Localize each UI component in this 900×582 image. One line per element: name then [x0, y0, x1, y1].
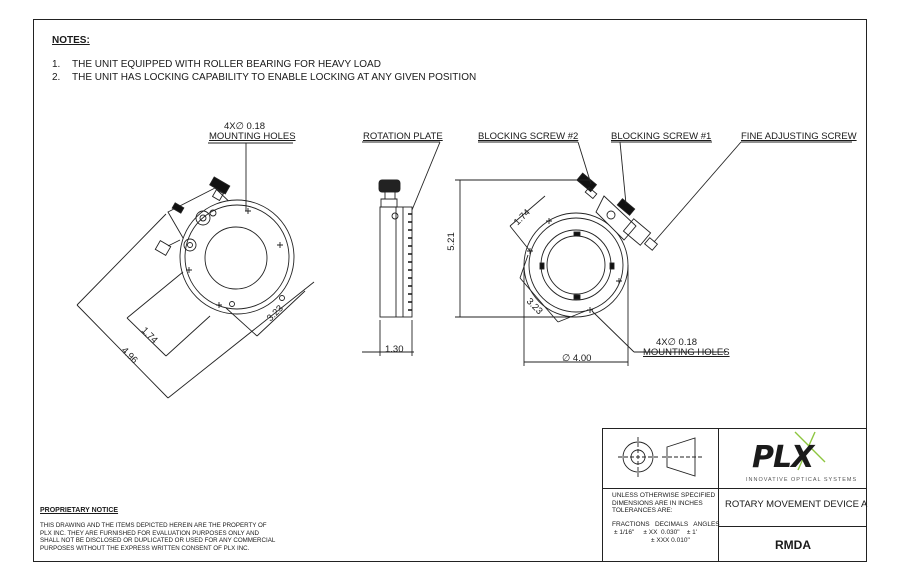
plx-tagline: INNOVATIVE OPTICAL SYSTEMS	[746, 477, 858, 483]
mount-left-desc: MOUNTING HOLES	[209, 131, 296, 142]
mount-right-desc: MOUNTING HOLES	[643, 347, 730, 358]
projection-symbol	[618, 437, 702, 477]
proprietary-line-2: PLX INC. THEY ARE FURNISHED FOR EVALUATI…	[40, 529, 260, 537]
mount-right-qty: 4X∅ 0.18	[656, 337, 698, 348]
note-1-text: THE UNIT EQUIPPED WITH ROLLER BEARING FO…	[72, 59, 381, 70]
dim-height-521: 5.21	[445, 232, 457, 251]
fine-adjusting-screw-label: FINE ADJUSTING SCREW	[741, 131, 857, 142]
note-2-text: THE UNIT HAS LOCKING CAPABILITY TO ENABL…	[72, 72, 477, 83]
notes-heading: NOTES:	[52, 35, 90, 46]
rotation-plate-label: ROTATION PLATE	[363, 131, 443, 142]
proprietary-text: THIS DRAWING AND THE ITEMS DEPICTED HERE…	[40, 522, 275, 552]
tolerance-row-1: ± 1/16" ± XX 0.030" ± 1'	[614, 529, 698, 536]
note-2-number: 2.	[52, 72, 61, 83]
note-1-number: 1.	[52, 59, 61, 70]
part-number: RMDA	[775, 538, 811, 552]
tolerance-line-3: TOLERANCES ARE:	[612, 507, 673, 515]
blocking-screw-2-label: BLOCKING SCREW #2	[478, 131, 579, 142]
title-block-divider-h1	[602, 488, 867, 489]
logo-accent	[794, 431, 826, 471]
isometric-view	[76, 142, 315, 399]
front-view	[455, 141, 852, 366]
drawing-border	[33, 19, 867, 562]
tolerance-headers: FRACTIONS DECIMALS ANGLES	[612, 521, 720, 528]
proprietary-line-3: SHALL NOT BE DISCLOSED OR DUPLICATED OR …	[40, 537, 276, 545]
title-block-divider-h2	[718, 526, 867, 527]
title-block	[602, 428, 867, 562]
tolerance-row-2: ± XXX 0.010"	[651, 537, 690, 544]
proprietary-line-1: THIS DRAWING AND THE ITEMS DEPICTED HERE…	[40, 522, 267, 529]
title-block-divider-v	[718, 428, 719, 562]
tolerance-line-2: DIMENSIONS ARE IN INCHES	[612, 499, 703, 507]
plx-logo: PLX	[752, 440, 814, 475]
tolerance-line-1: UNLESS OTHERWISE SPECIFIED	[612, 492, 716, 499]
proprietary-heading: PROPRIETARY NOTICE	[40, 507, 119, 514]
drawing-title: ROTARY MOVEMENT DEVICE A	[725, 499, 868, 510]
tolerance-note: UNLESS OTHERWISE SPECIFIED DIMENSIONS AR…	[612, 492, 715, 515]
dim-diameter-400: ∅ 4.00	[562, 353, 592, 364]
mount-left-qty: 4X∅ 0.18	[224, 121, 266, 132]
dim-side-130: 1.30	[385, 344, 404, 355]
side-view	[362, 141, 441, 356]
proprietary-line-4: PURPOSES WITHOUT THE EXPRESS WRITTEN CON…	[40, 544, 250, 552]
blocking-screw-1-label: BLOCKING SCREW #1	[611, 131, 712, 142]
